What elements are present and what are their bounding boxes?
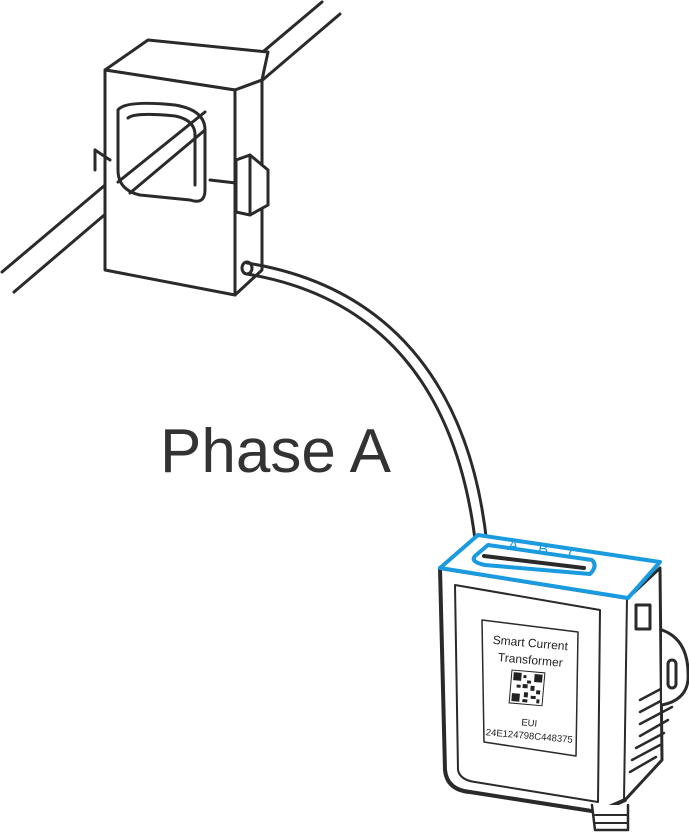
qr-code-icon: [508, 669, 546, 707]
phase-mark-c: C: [568, 546, 579, 563]
phase-mark-a: A: [507, 537, 518, 554]
phase-caption: Phase A: [160, 417, 392, 486]
eui-label: EUI: [521, 717, 538, 729]
label-line1: Smart Current: [492, 633, 569, 654]
sensor-wire: [245, 261, 489, 550]
phase-mark-b: B: [538, 541, 548, 558]
label-line2: Transformer: [497, 650, 563, 670]
clamp-ct-sensor: [93, 38, 270, 297]
